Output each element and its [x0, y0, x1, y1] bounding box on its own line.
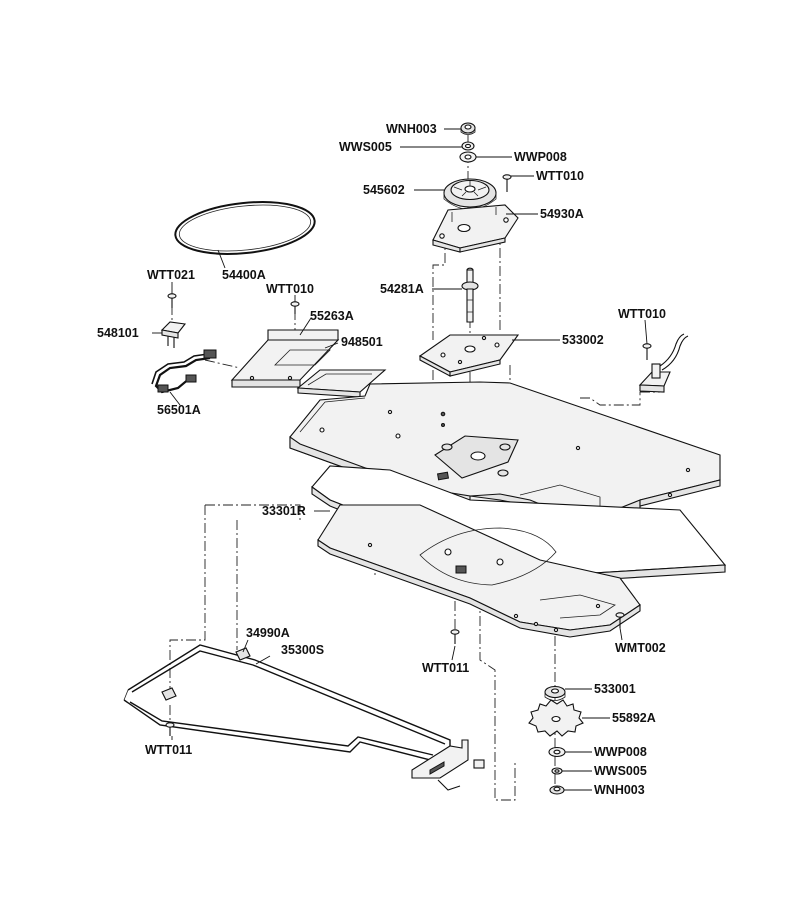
label-wwp008-bottom: WWP008 [594, 745, 647, 759]
pulley-545602 [443, 178, 497, 210]
label-wtt010-mid: WTT010 [266, 282, 314, 296]
label-55892a: 55892A [612, 711, 656, 725]
label-wtt011-center: WTT011 [422, 661, 469, 675]
label-55263a: 55263A [310, 309, 354, 323]
label-56501a: 56501A [157, 403, 201, 417]
wtt021-screw [167, 293, 177, 308]
bottom-plate-33301r [317, 504, 641, 638]
belt-54400a [174, 201, 316, 255]
wnh003-top-nut [460, 122, 476, 135]
wtt010-right-screw [642, 343, 652, 360]
wnh003-bottom-nut [549, 785, 565, 795]
wtt011-center-screw [450, 629, 460, 644]
heater-35300s [123, 644, 485, 791]
bracket-54930a [432, 204, 519, 253]
wtt010-top-screw [502, 174, 512, 192]
label-wtt010-top: WTT010 [536, 169, 584, 183]
label-548101: 548101 [97, 326, 139, 340]
label-35300s: 35300S [281, 643, 324, 657]
leader-lines [152, 128, 648, 791]
part-labels: WNH003 WWS005 WWP008 WTT010 545602 54930… [97, 122, 666, 797]
clamp-34990a [161, 647, 251, 701]
hub-533001 [544, 685, 566, 701]
wws005-top-washer [461, 141, 475, 151]
label-545602: 545602 [363, 183, 405, 197]
insulator-948501 [296, 369, 387, 398]
label-wtt010-right: WTT010 [618, 307, 666, 321]
label-54930a: 54930A [540, 207, 584, 221]
wwp008-top-washer [459, 151, 477, 163]
label-wws005-bottom: WWS005 [594, 764, 647, 778]
label-wwp008-top: WWP008 [514, 150, 567, 164]
wwp008-bottom-washer [548, 746, 566, 758]
shaft-54281a [461, 267, 479, 323]
label-wtt011-left: WTT011 [145, 743, 192, 757]
label-wnh003-bottom: WNH003 [594, 783, 645, 797]
label-34990a: 34990A [246, 626, 290, 640]
stirrer-fan-55892a [528, 699, 584, 737]
plate-533002 [418, 334, 520, 377]
label-wws005-top: WWS005 [339, 140, 392, 154]
wtt011-left-screw [165, 722, 175, 736]
clip-548101 [160, 321, 187, 348]
wws005-bottom-washer [551, 767, 563, 775]
wtt010-mid-screw [290, 301, 300, 314]
label-wtt021: WTT021 [147, 268, 195, 282]
label-wnh003-top: WNH003 [386, 122, 437, 136]
label-54281a: 54281A [380, 282, 424, 296]
label-948501: 948501 [341, 335, 383, 349]
wmt002-screw [615, 612, 625, 628]
label-533002: 533002 [562, 333, 604, 347]
label-wmt002: WMT002 [615, 641, 666, 655]
label-54400a: 54400A [222, 268, 266, 282]
harness-56501a [151, 349, 217, 394]
label-33301r: 33301R [262, 504, 306, 518]
label-533001: 533001 [594, 682, 636, 696]
thermistor-bracket [638, 333, 689, 393]
